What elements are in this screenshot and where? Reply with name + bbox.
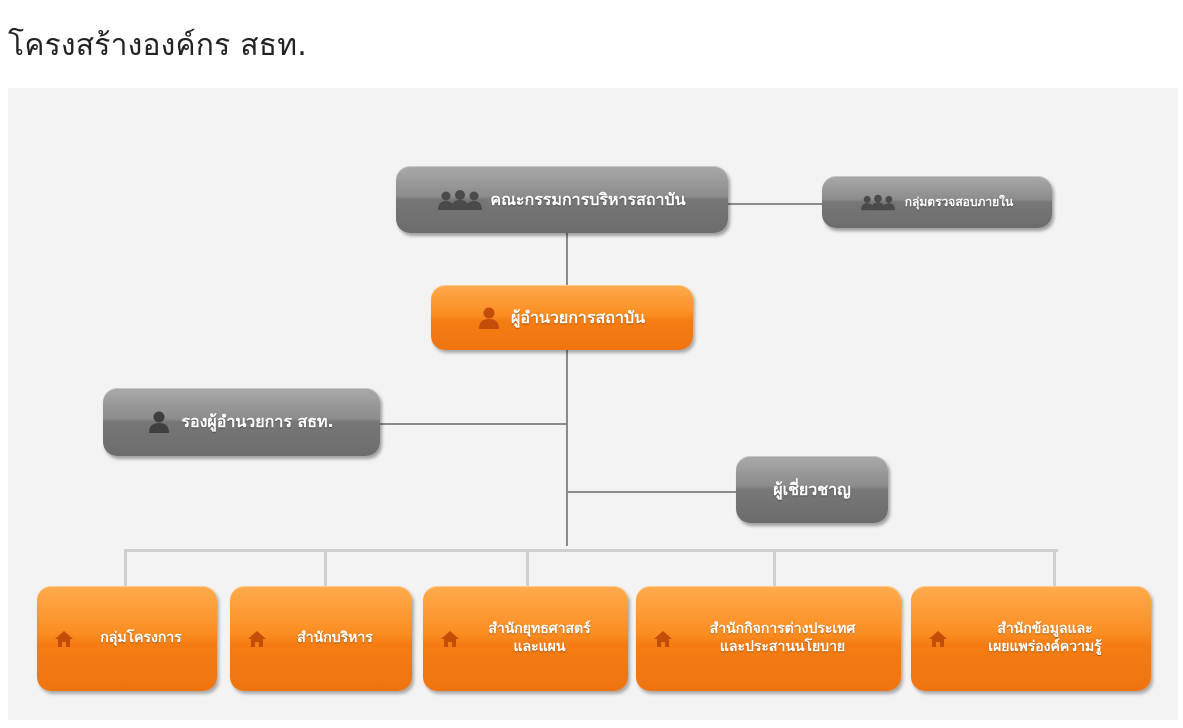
group-icon bbox=[860, 194, 895, 211]
page-title: โครงสร้างองค์กร สธท. bbox=[8, 28, 307, 63]
connector-unit-1 bbox=[124, 549, 127, 586]
unit-1-label: กลุ่มโครงการ bbox=[73, 630, 217, 648]
node-board: คณะกรรมการบริหารสถาบัน bbox=[396, 166, 728, 233]
unit-4: สำนักกิจการต่างประเทศ และประสานนโยบาย bbox=[636, 586, 901, 691]
node-audit-label: กลุ่มตรวจสอบภายใน bbox=[904, 194, 1014, 209]
unit-2-line1: สำนักบริหาร bbox=[297, 629, 373, 646]
node-director-label: ผู้อำนวยการสถาบัน bbox=[510, 307, 646, 327]
node-director: ผู้อำนวยการสถาบัน bbox=[431, 285, 693, 350]
connector-director-trunk bbox=[566, 350, 568, 546]
unit-1: กลุ่มโครงการ bbox=[37, 586, 217, 691]
connector-unit-5 bbox=[1053, 549, 1056, 586]
unit-5-line1: สำนักข้อมูลและ bbox=[997, 621, 1093, 637]
connector-deputy bbox=[380, 423, 566, 425]
person-icon bbox=[149, 411, 170, 433]
node-expert: ผู้เชี่ยวชาญ bbox=[736, 456, 888, 523]
connector-unit-4 bbox=[773, 549, 776, 586]
unit-3-line2: และแผน bbox=[513, 638, 566, 655]
unit-5-label: สำนักข้อมูลและ เผยแพร่องค์ความรู้ bbox=[947, 621, 1151, 656]
unit-4-line2: และประสานนโยบาย bbox=[719, 638, 846, 655]
unit-5-line2: เผยแพร่องค์ความรู้ bbox=[988, 638, 1102, 655]
connector-unit-3 bbox=[526, 549, 529, 586]
connector-board-audit bbox=[728, 203, 823, 205]
org-chart: คณะกรรมการบริหารสถาบัน กลุ่มตรวจสอบภายใน… bbox=[8, 88, 1178, 720]
unit-3: สำนักยุทธศาสตร์ และแผน bbox=[423, 586, 628, 691]
unit-3-label: สำนักยุทธศาสตร์ และแผน bbox=[459, 621, 628, 656]
connector-units-bar bbox=[124, 549, 1058, 552]
node-deputy: รองผู้อำนวยการ สธท. bbox=[103, 388, 380, 456]
connector-expert bbox=[566, 491, 738, 493]
home-icon bbox=[654, 630, 672, 648]
unit-4-label: สำนักกิจการต่างประเทศ และประสานนโยบาย bbox=[672, 621, 901, 656]
person-icon bbox=[478, 307, 499, 329]
unit-1-line1: กลุ่มโครงการ bbox=[100, 629, 182, 646]
node-expert-label: ผู้เชี่ยวชาญ bbox=[773, 479, 851, 499]
node-board-label: คณะกรรมการบริหารสถาบัน bbox=[490, 189, 686, 209]
unit-4-line1: สำนักกิจการต่างประเทศ bbox=[709, 621, 856, 637]
unit-5: สำนักข้อมูลและ เผยแพร่องค์ความรู้ bbox=[911, 586, 1151, 691]
node-deputy-label: รองผู้อำนวยการ สธท. bbox=[181, 412, 334, 431]
unit-2: สำนักบริหาร bbox=[230, 586, 412, 691]
unit-3-line1: สำนักยุทธศาสตร์ bbox=[488, 621, 591, 637]
unit-2-label: สำนักบริหาร bbox=[266, 630, 412, 648]
home-icon bbox=[441, 630, 459, 648]
connector-board-director bbox=[566, 233, 568, 285]
home-icon bbox=[248, 630, 266, 648]
home-icon bbox=[929, 630, 947, 648]
home-icon bbox=[55, 630, 73, 648]
node-audit: กลุ่มตรวจสอบภายใน bbox=[822, 176, 1052, 228]
connector-unit-2 bbox=[324, 549, 327, 586]
group-icon bbox=[438, 189, 483, 211]
